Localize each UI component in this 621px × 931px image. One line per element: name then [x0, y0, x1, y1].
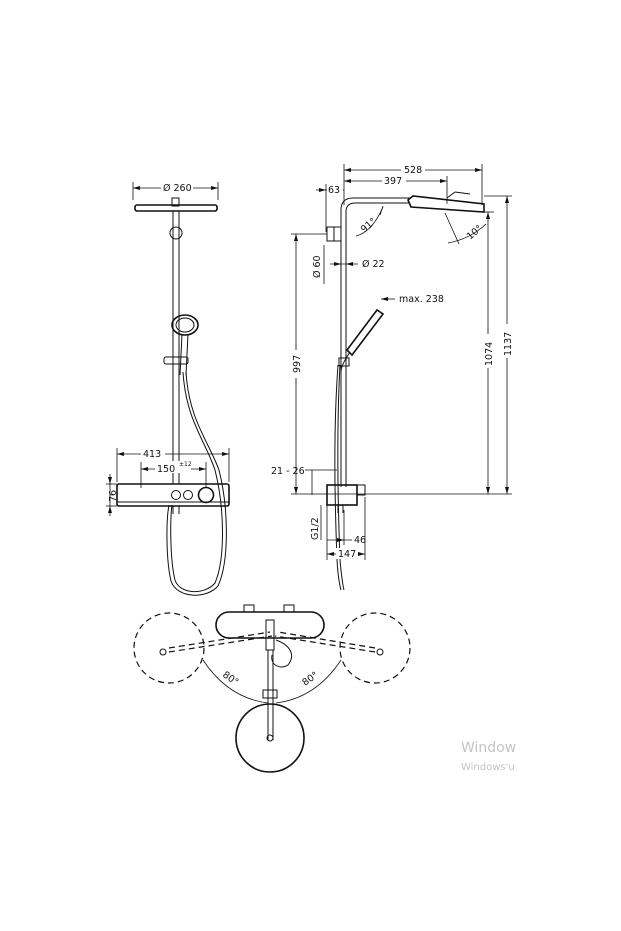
depth-total-label: 147 [338, 549, 356, 560]
watermark-line2: Windows'u [461, 762, 515, 773]
side-thermostat [326, 484, 366, 513]
top-view: 80° 80° [133, 604, 411, 773]
riser-pipe [169, 211, 183, 484]
side-hose [334, 364, 345, 591]
overhead-shower-head [134, 197, 218, 212]
wall-offset-label: 63 [328, 185, 340, 196]
front-view: Ø 260 [106, 181, 230, 596]
swing-circle-left [133, 612, 205, 684]
shower-hose [166, 371, 227, 596]
total-height-dimension: 1137 [484, 195, 514, 494]
connection-thread-dimension: G1/2 [310, 505, 322, 540]
head-tilt-label: 10° [465, 223, 485, 242]
bracket-height-dimension: 997 [289, 233, 327, 494]
arm-angle-dimension: 91° [355, 205, 384, 237]
bracket-diameter-label: Ø 60 [312, 255, 323, 278]
arm-offset-dimension: 397 [344, 174, 448, 204]
side-view: 528 397 63 [271, 163, 514, 591]
swing-angle-arcs: 80° 80° [202, 659, 342, 704]
center-spacing-tolerance: ±12 [179, 461, 192, 468]
connection-offset-dimension: 21 - 26 [271, 466, 337, 495]
bracket-diameter-dimension: Ø 60 [312, 245, 325, 284]
depth-small-label: 46 [354, 535, 366, 546]
pipe-diameter-label: Ø 22 [362, 259, 385, 270]
swing-circle-right [339, 612, 411, 684]
depth-small-dimension: 46 [326, 505, 366, 560]
arm-height-dimension: 1074 [481, 211, 495, 494]
total-height-label: 1137 [503, 332, 514, 356]
bracket-height-label: 997 [292, 355, 303, 373]
hand-shower-max-label: max. 238 [399, 294, 444, 305]
total-width-label: 413 [143, 449, 161, 460]
angle-left-label: 80° [220, 669, 240, 688]
wall-offset-dimension: 63 [316, 184, 344, 232]
side-riser-and-arm [326, 197, 410, 487]
arm-offset-label: 397 [384, 176, 402, 187]
arm-length-dimension: 528 [343, 163, 483, 205]
arm-angle-label: 91° [359, 216, 379, 235]
head-tilt-dimension: 10° [444, 212, 487, 245]
depth-total-dimension: 147 [327, 497, 366, 560]
thermostat-height-dimension: 76 [106, 474, 119, 516]
connection-thread-label: G1/2 [310, 517, 321, 540]
arm-length-label: 528 [404, 165, 422, 176]
thermostat-height-label: 76 [108, 490, 119, 502]
arm-height-label: 1074 [484, 342, 495, 366]
connection-offset-label: 21 - 26 [271, 466, 305, 477]
head-diameter-label: Ø 260 [163, 183, 192, 194]
top-shower-head [235, 703, 305, 773]
head-diameter-dimension: Ø 260 [132, 181, 219, 200]
hand-shower-max-dimension: max. 238 [381, 294, 444, 305]
thermostat-body [116, 483, 230, 514]
side-shower-head [407, 191, 485, 213]
side-hand-shower [338, 308, 385, 373]
pipe-diameter-dimension: Ø 22 [330, 259, 385, 270]
center-spacing-label: 150 [157, 464, 175, 475]
hand-shower [163, 314, 199, 376]
total-width-dimension: 413 [116, 447, 230, 482]
watermark-line1: Window [461, 740, 517, 756]
